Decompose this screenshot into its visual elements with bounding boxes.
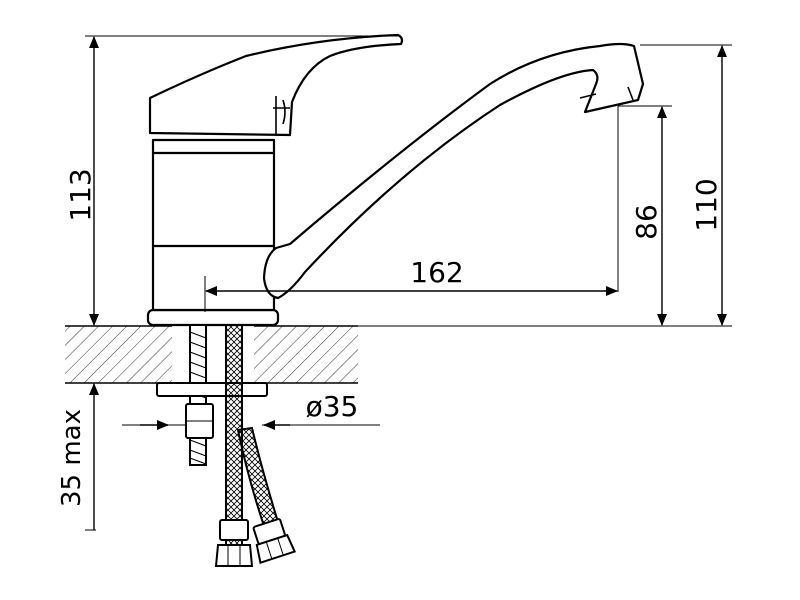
countertop-section xyxy=(65,325,358,384)
mixer-cylinder xyxy=(151,138,276,312)
mounting-parts xyxy=(156,324,297,567)
dim-label-86: 86 xyxy=(630,204,663,240)
dim-label-110: 110 xyxy=(690,178,723,231)
spout xyxy=(262,42,645,300)
mount-washer xyxy=(156,382,268,397)
base-plate xyxy=(146,308,280,327)
lever-handle xyxy=(148,33,404,137)
dim-label-162: 162 xyxy=(410,256,463,289)
faucet-body xyxy=(146,33,645,327)
supply-hose-right xyxy=(236,426,280,528)
dimension-lines xyxy=(89,36,727,530)
dim-label-diameter: ø35 xyxy=(306,390,359,423)
dim-label-113: 113 xyxy=(64,168,97,221)
dim-label-35max: 35 max xyxy=(57,409,87,507)
